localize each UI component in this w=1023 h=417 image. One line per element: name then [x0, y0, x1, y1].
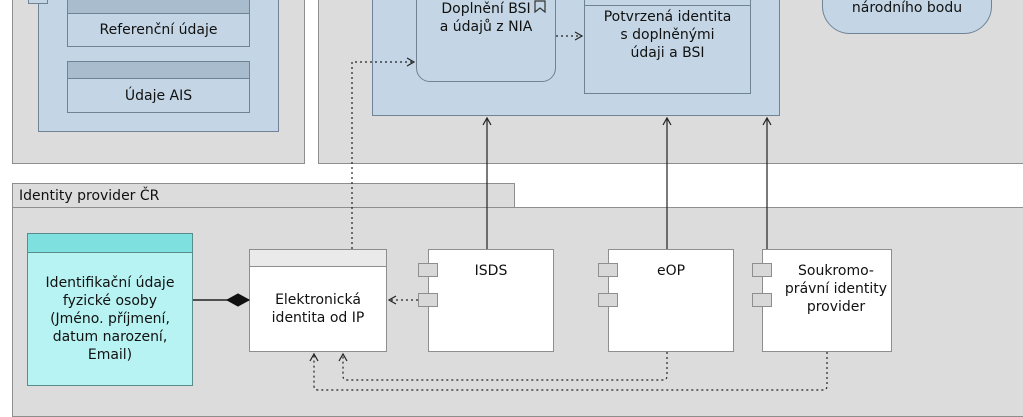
narodni-bod-node: národního bodu	[822, 0, 992, 34]
process-icon	[534, 0, 546, 14]
small-node	[28, 0, 48, 4]
eop-label: eOP	[656, 263, 686, 279]
isds-label: ISDS	[474, 263, 508, 279]
eop-component: eOP	[608, 249, 734, 352]
ais-label: Údaje AIS	[124, 87, 193, 104]
isds-port-2	[418, 293, 438, 307]
soukromo-component: Soukromo- právní identity provider	[762, 249, 892, 352]
potvrzena-label: Potvrzená identita s doplněnými údaji a …	[603, 9, 732, 61]
soukromo-label: Soukromo- právní identity provider	[784, 263, 888, 315]
soukromo-port-1	[752, 263, 772, 277]
composition-diamond	[225, 293, 251, 307]
referencni-box: Referenční údaje	[67, 13, 250, 47]
flow-eop-to-elektronicka	[338, 352, 668, 381]
potvrzena-box	[584, 0, 751, 94]
isds-port-1	[418, 263, 438, 277]
flow-elektronicka-to-doplneni	[351, 57, 416, 249]
identifikacni-box: Identifikační údaje fyzické osoby (Jméno…	[27, 252, 193, 386]
eop-port-2	[598, 293, 618, 307]
isds-component: ISDS	[428, 249, 554, 352]
doplneni-process: Doplnění BSI a údajů z NIA	[416, 0, 556, 82]
potvrzena-text: Potvrzená identita s doplněnými údaji a …	[584, 8, 751, 88]
narodni-label: národního bodu	[851, 0, 963, 16]
identifikacni-label: Identifikační údaje fyzické osoby (Jméno…	[45, 275, 175, 363]
elektronicka-label: Elektronická identita od IP	[271, 292, 365, 326]
elektronicka-box: Elektronická identita od IP	[249, 266, 387, 352]
connectors	[193, 31, 828, 391]
group-title: Identity provider ČR	[19, 188, 160, 204]
eop-port-1	[598, 263, 618, 277]
soukromo-port-2	[752, 293, 772, 307]
ais-box: Údaje AIS	[67, 78, 250, 113]
flow-soukromo-to-elektronicka	[309, 352, 828, 391]
potvrzena-divider	[584, 5, 751, 6]
referencni-label: Referenční údaje	[99, 22, 218, 38]
doplneni-label: Doplnění BSI a údajů z NIA	[439, 1, 533, 35]
group-tab	[12, 183, 515, 208]
